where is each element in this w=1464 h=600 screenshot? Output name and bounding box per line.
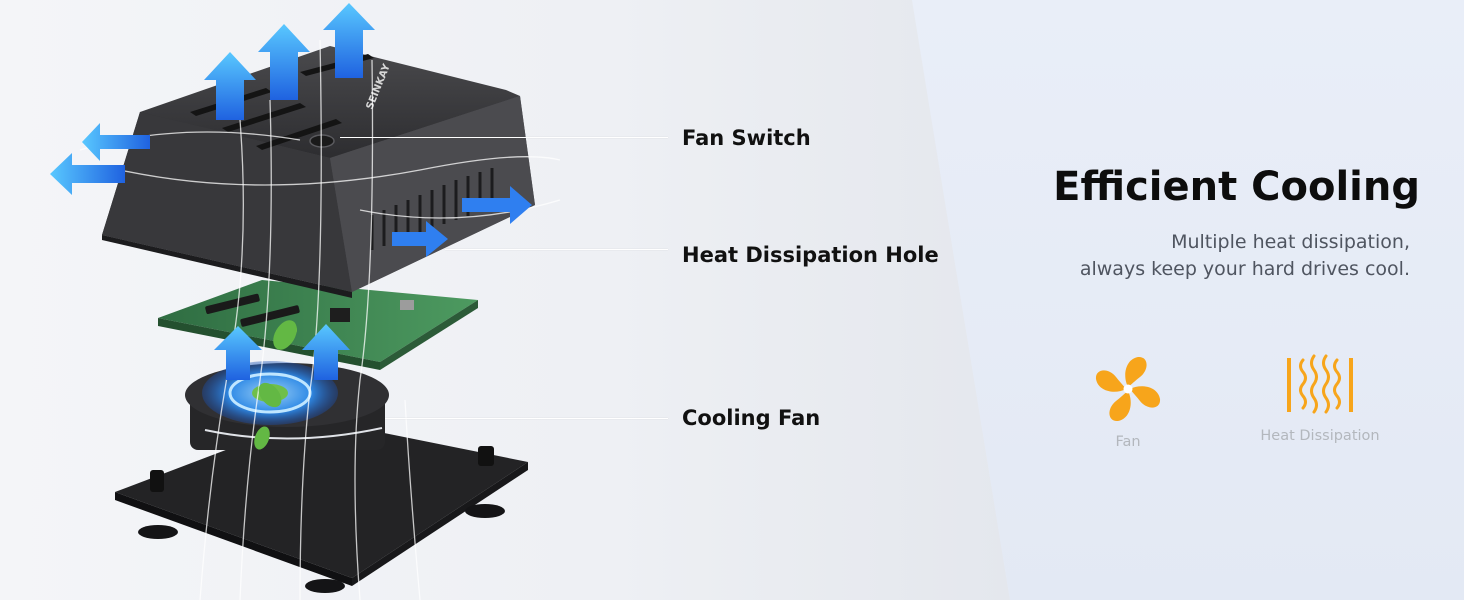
feature-fan-label: Fan — [1115, 434, 1141, 450]
feature-heat-dissipation: Heat Dissipation — [1240, 354, 1400, 444]
exploded-product-illustration: SEINKAY — [50, 3, 561, 600]
subtitle-line-2: always keep your hard drives cool. — [1079, 258, 1410, 280]
heat-hole-label: Heat Dissipation Hole — [682, 243, 939, 267]
fan-switch-callout-line — [340, 137, 668, 138]
text-background — [912, 0, 1464, 600]
airflow-arrows — [50, 3, 532, 380]
leaf-decorations — [254, 320, 297, 450]
fan-switch-button — [309, 134, 335, 148]
subtitle-line-1: Multiple heat dissipation, — [1171, 231, 1410, 253]
cooling-fan — [185, 361, 389, 450]
heat-dissipation-icon — [1287, 354, 1353, 414]
feature-heat-dissipation-label: Heat Dissipation — [1260, 428, 1380, 444]
docking-station: SEINKAY — [102, 46, 535, 298]
page-title: Efficient Cooling — [1053, 164, 1420, 210]
heat-hole-callout-line — [445, 249, 668, 250]
fan-icon — [1095, 356, 1161, 422]
fan-switch-label: Fan Switch — [682, 126, 811, 150]
base-plate — [115, 418, 528, 593]
subtitle: Multiple heat dissipation, always keep y… — [980, 229, 1410, 283]
feature-fan: Fan — [1083, 352, 1173, 450]
cooling-fan-callout-line — [385, 418, 668, 419]
cooling-fan-label: Cooling Fan — [682, 406, 821, 430]
